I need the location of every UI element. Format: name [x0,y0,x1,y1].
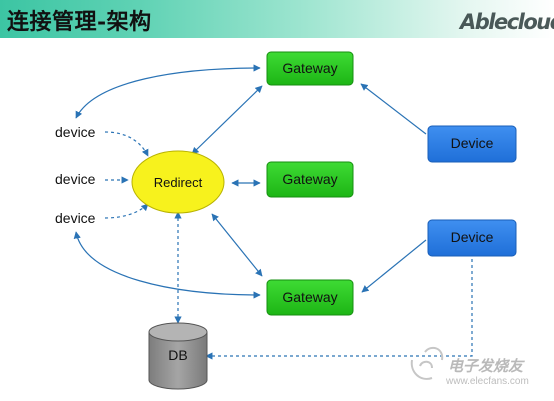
client-device-3-label: device [55,210,96,226]
connector-device-db [205,259,473,360]
connector-client3-redirect [104,203,149,219]
gateway-bottom-node: Gateway [266,279,354,316]
header-bar: 连接管理-架构 Ablecloud [0,0,554,38]
device-bottom-node: Device [427,219,517,257]
connector-client1-redirect [104,131,149,157]
device-top-label: Device [451,135,494,151]
client-device-2-label: device [55,171,96,187]
connector-client-to-gateway-bottom [73,231,261,299]
gateway-top-node: Gateway [266,51,354,86]
db-label: DB [168,347,187,363]
connector-redirect-gateway-bottom [211,213,263,277]
connector-device-bottom-gateway [361,239,427,293]
redirect-node: Redirect [131,150,225,214]
redirect-label: Redirect [154,175,203,190]
watermark-logo-icon [410,346,444,380]
gateway-mid-node: Gateway [266,161,354,198]
device-bottom-label: Device [451,229,494,245]
gateway-bottom-label: Gateway [282,289,337,305]
watermark-text: 电子发烧友 [448,357,524,375]
connector-lines [73,64,473,360]
connector-client-to-gateway-top [75,64,261,119]
brand-logo: Ablecloud [460,10,554,34]
gateway-mid-label: Gateway [282,171,337,187]
db-cylinder: DB [148,322,208,390]
connector-device-top-gateway [360,83,427,135]
connector-redirect-gateway-top [191,85,263,155]
watermark-url: www.elecfans.com [446,376,529,387]
client-device-1-label: device [55,124,96,140]
device-top-node: Device [427,125,517,163]
page-title: 连接管理-架构 [7,9,152,35]
gateway-top-label: Gateway [282,60,337,76]
